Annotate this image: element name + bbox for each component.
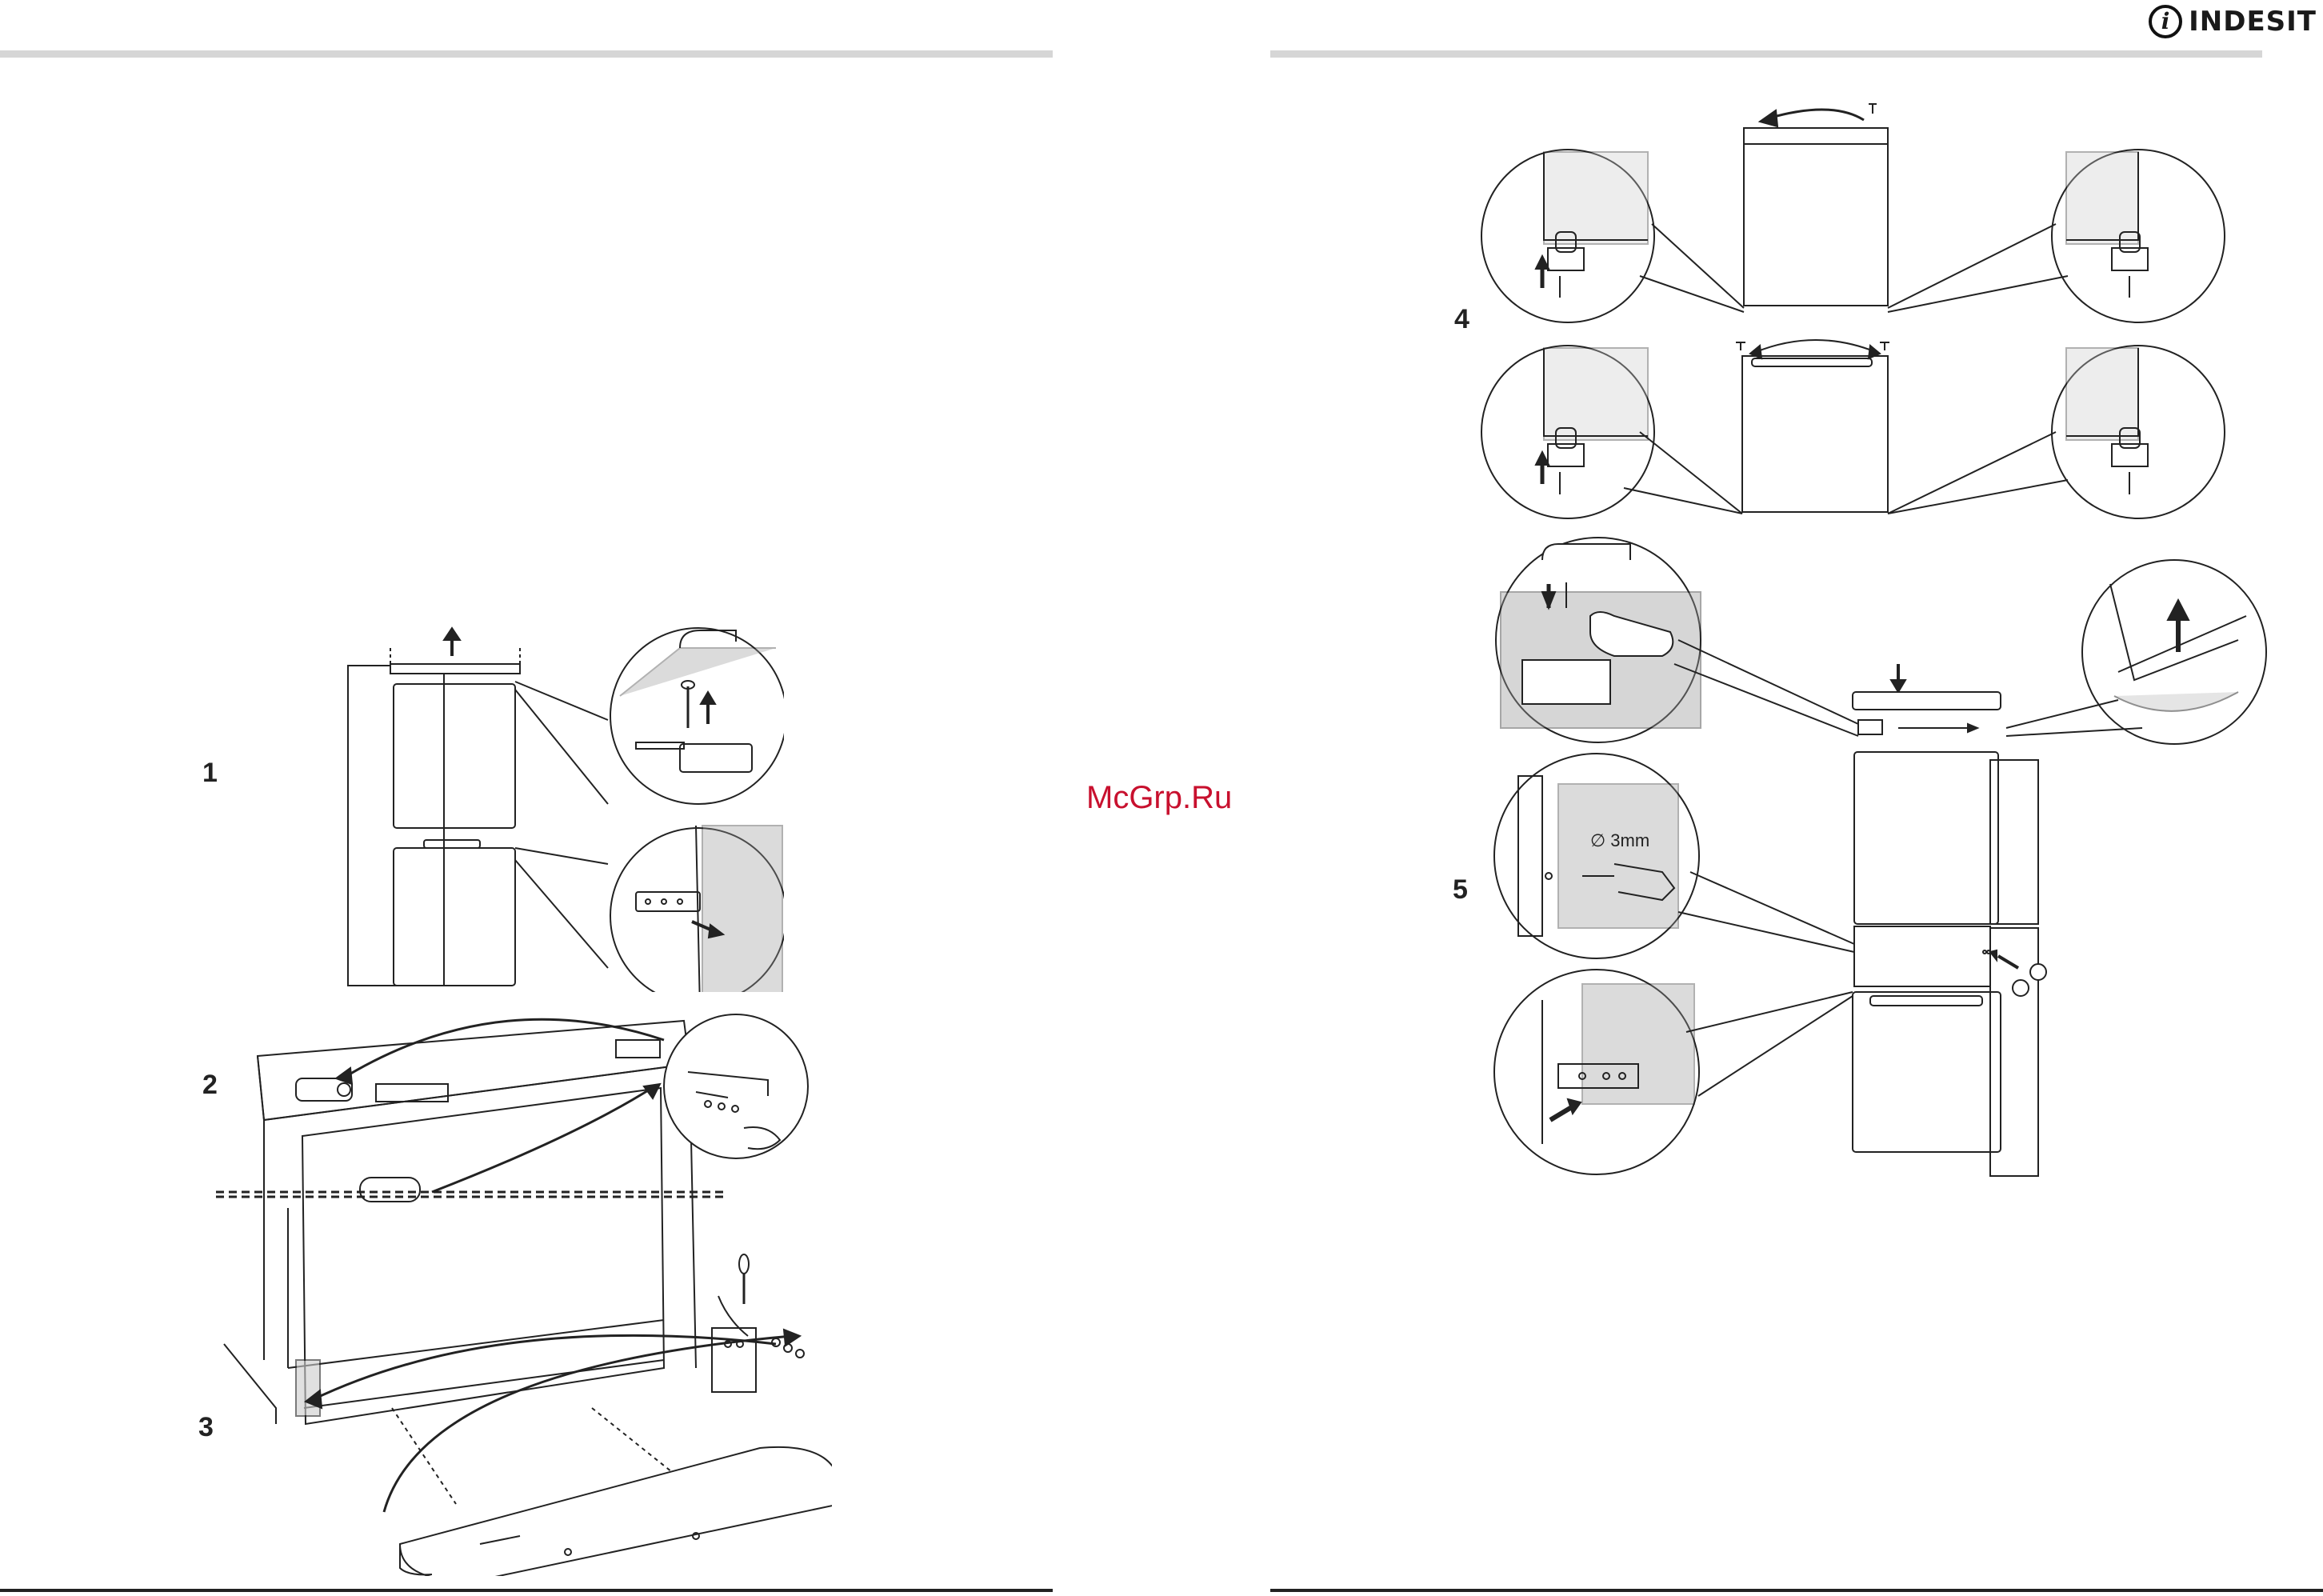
step-number-1: 1 [202, 758, 218, 789]
figure-2-3-fridge-panels [216, 992, 832, 1576]
top-rule [0, 50, 1053, 58]
brand-mark-icon: i [2149, 5, 2182, 38]
figure-1-remove-doors [336, 616, 784, 992]
drill-size-label: ∅ 3mm [1590, 830, 1649, 851]
right-page: i INDESIT 4 5 [1270, 0, 2323, 1596]
bottom-rule [1270, 1589, 2323, 1592]
top-rule [1270, 50, 2262, 58]
left-page: 1 2 3 [0, 0, 1056, 1596]
brand-logo: i INDESIT [2149, 5, 2317, 38]
step-number-5: 5 [1453, 874, 1468, 906]
step-number-4: 4 [1454, 304, 1469, 335]
bottom-rule [0, 1589, 1053, 1592]
brand-name: INDESIT [2189, 6, 2317, 38]
figure-4-hinges [1480, 88, 2240, 536]
watermark: McGrp.Ru [1086, 780, 1232, 816]
figure-5-refit-doors [1478, 536, 2278, 1192]
step-number-3: 3 [198, 1412, 214, 1443]
